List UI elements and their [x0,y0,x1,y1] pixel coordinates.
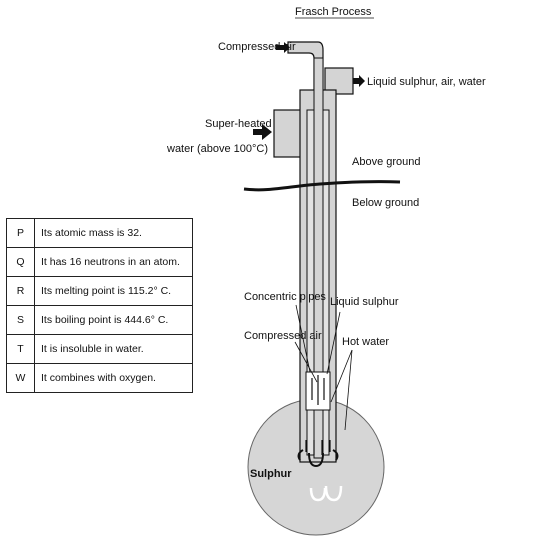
label-super-heated-water: water (above 100°C) [166,143,268,155]
diagram-title: Frasch Process [295,6,372,18]
label-compressed-air-top: Compressed air [218,41,296,53]
label-above-ground: Above ground [352,156,421,168]
label-concentric-pipes: Concentric pipes [244,291,326,303]
super-heated-water-arrow [253,124,272,140]
label-sulphur: Sulphur [250,468,292,480]
flow-arrows [305,375,331,455]
label-below-ground: Below ground [352,197,419,209]
property-key: W [6,363,35,393]
property-key: R [6,276,35,306]
property-key: S [6,305,35,335]
property-text: It combines with oxygen. [34,363,193,393]
property-key: Q [6,247,35,277]
property-text: It has 16 neutrons in an atom. [34,247,193,277]
compressed-air-arrow [276,42,290,53]
property-text: It is insoluble in water. [34,334,193,364]
outlet-arrow [353,75,365,87]
label-compressed-air-bottom: Compressed air [244,330,322,342]
sulphur-flow-arcs [309,485,343,502]
property-text: Its melting point is 115.2° C. [34,276,193,306]
inner-pipe [313,57,324,459]
label-hot-water: Hot water [342,336,389,348]
ground-line [243,180,401,192]
pipe-outlet-hooks [297,449,339,468]
label-liquid-sulphur: Liquid sulphur [330,296,399,308]
property-text: Its boiling point is 444.6° C. [34,305,193,335]
label-liquid-sulphur-air-water: Liquid sulphur, air, water [367,76,486,88]
property-text: Its atomic mass is 32. [34,218,193,248]
leader-lines [294,304,353,431]
property-key: P [6,218,35,248]
property-key: T [6,334,35,364]
label-super-heated: Super-heated [205,118,272,130]
